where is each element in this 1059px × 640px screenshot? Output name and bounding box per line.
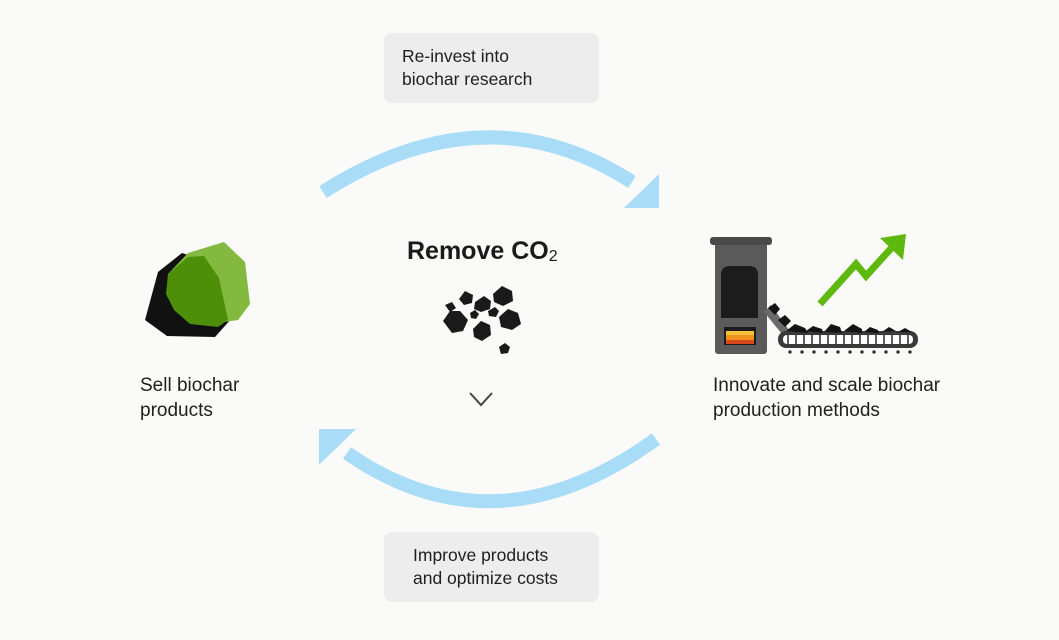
improve-step-callout: Improve products and optimize costs [384, 532, 599, 602]
improve-line-1: Improve products [413, 545, 549, 565]
biochar-pieces-icon [443, 286, 521, 354]
kiln-production-icon [710, 237, 918, 354]
down-arrow-icon [469, 360, 493, 407]
cycle-arrow-bottom [319, 429, 661, 509]
reinvest-line-1: Re-invest into [402, 46, 509, 66]
sell-line-2: products [140, 400, 213, 421]
growth-arrow-icon [817, 234, 906, 307]
innovate-line-1: Innovate and scale biochar [713, 375, 941, 396]
remove-co2-title-subscript: 2 [548, 248, 558, 265]
sell-line-1: Sell biochar [140, 375, 240, 396]
biochar-stones-icon [145, 242, 250, 337]
improve-line-2: and optimize costs [413, 568, 558, 588]
sell-step-label: Sell biochar products [140, 373, 239, 423]
reinvest-step-callout: Re-invest into biochar research [384, 33, 599, 103]
innovate-step-label: Innovate and scale biochar production me… [713, 373, 940, 423]
reinvest-line-2: biochar research [402, 69, 533, 89]
remove-co2-title: Remove CO2 [407, 236, 558, 272]
remove-co2-title-main: Remove CO [407, 237, 549, 265]
cycle-arrow-top [319, 130, 659, 208]
innovate-line-2: production methods [713, 400, 880, 421]
